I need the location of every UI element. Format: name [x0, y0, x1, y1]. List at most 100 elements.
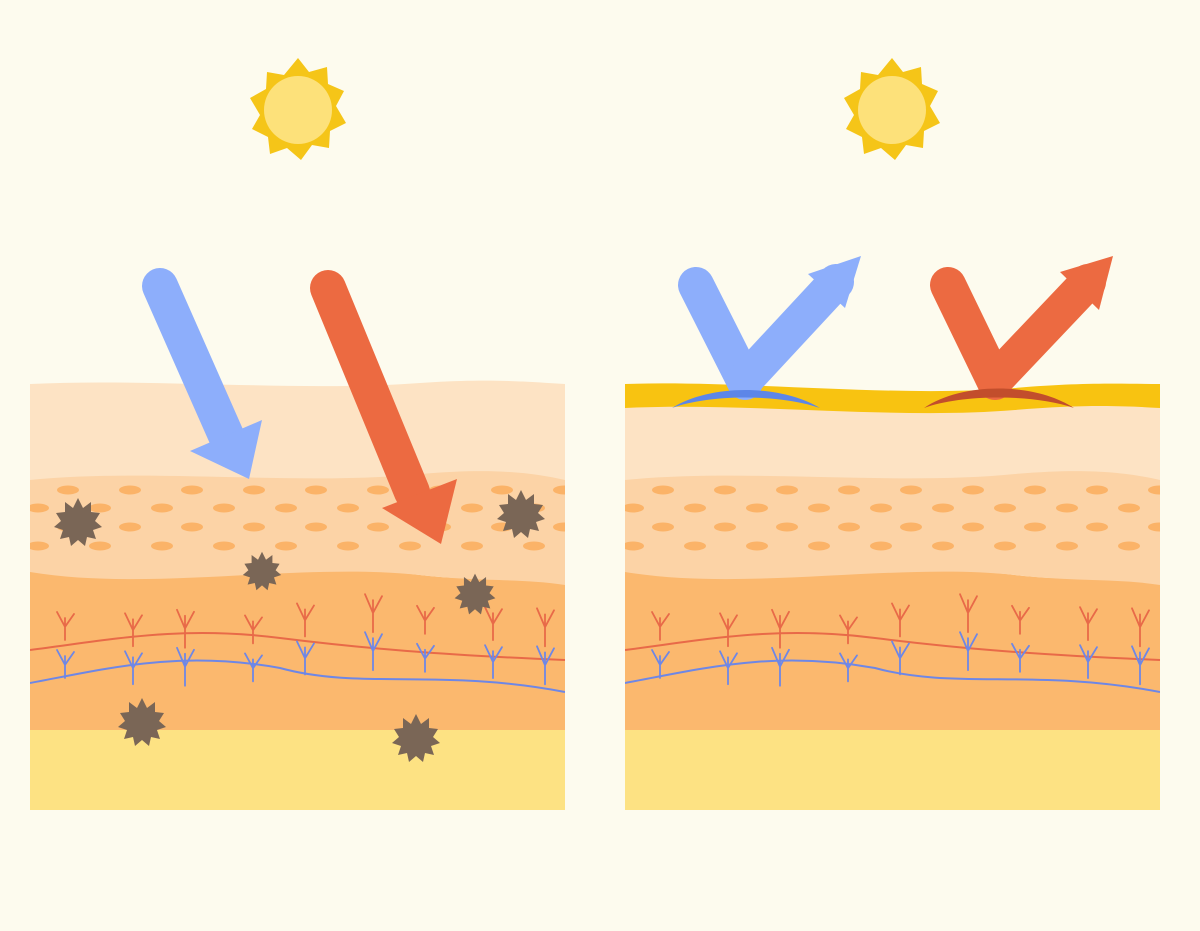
- vein-branch: [839, 652, 858, 683]
- skin-cell: [119, 522, 141, 532]
- skin-cell: [119, 485, 141, 495]
- skin-cell-layer: [625, 468, 1160, 585]
- skin-cell: [213, 541, 235, 551]
- skin-cell: [30, 541, 49, 551]
- skin-cell: [491, 485, 513, 495]
- panel-protected: [625, 58, 1160, 810]
- red-ray-penetrating: [310, 270, 457, 544]
- artery-branch: [296, 602, 315, 638]
- artery-line: [30, 631, 565, 661]
- skin-top-layer: [30, 380, 565, 480]
- skin-cell: [1024, 522, 1046, 532]
- artery-branch: [536, 607, 555, 648]
- vein-branches: [56, 631, 555, 687]
- vein-branch: [484, 644, 503, 680]
- skin-cell: [932, 541, 954, 551]
- skin-cell: [275, 541, 297, 551]
- skin-cell: [89, 541, 111, 551]
- sun-icon: [844, 58, 940, 160]
- skin-cell-layer: [30, 468, 565, 585]
- skin-cell: [461, 541, 483, 551]
- vein-branch: [244, 652, 263, 683]
- skin-cell: [57, 485, 79, 495]
- skin-cell: [746, 541, 768, 551]
- skin-dermis: [625, 570, 1160, 730]
- artery-branch: [891, 602, 910, 638]
- artery-branch: [1079, 606, 1098, 642]
- artery-branch: [771, 608, 790, 649]
- artery-branch: [244, 614, 263, 645]
- skin-cell: [181, 522, 203, 532]
- skin-cell: [337, 541, 359, 551]
- skin-cell: [714, 522, 736, 532]
- artery-branch: [959, 593, 978, 634]
- skin-cross-section: [625, 383, 1160, 810]
- skin-cell: [684, 503, 706, 513]
- artery-branch: [124, 612, 143, 648]
- skin-cell: [776, 485, 798, 495]
- skin-top-layer: [625, 395, 1160, 480]
- skin-cell: [962, 522, 984, 532]
- vein-branch: [124, 650, 143, 686]
- skin-cell: [181, 485, 203, 495]
- vein-branch: [1079, 644, 1098, 680]
- panel-unprotected: [30, 58, 565, 810]
- vein-branch: [56, 649, 75, 679]
- vein-branch: [1011, 642, 1030, 673]
- skin-cell: [523, 541, 545, 551]
- skin-cell: [808, 503, 830, 513]
- skin-cell: [399, 541, 421, 551]
- skin-cross-section: [30, 380, 565, 810]
- skin-cell: [367, 522, 389, 532]
- skin-cell: [808, 541, 830, 551]
- artery-branch: [176, 608, 195, 649]
- artery-branch: [839, 614, 858, 645]
- vein-branches: [651, 631, 1150, 687]
- skin-cell: [243, 522, 265, 532]
- vein-branch: [364, 631, 383, 672]
- artery-branch: [56, 611, 75, 641]
- skin-cell: [746, 503, 768, 513]
- skin-cell: [870, 503, 892, 513]
- blue-ray-impact: [672, 390, 820, 408]
- skin-cell: [1148, 522, 1160, 532]
- skin-cell: [684, 541, 706, 551]
- sun-icon: [250, 58, 346, 160]
- skin-cell: [714, 485, 736, 495]
- skin-cell: [213, 503, 235, 513]
- skin-cell: [1118, 503, 1140, 513]
- skin-cell: [461, 503, 483, 513]
- skin-cell: [1086, 522, 1108, 532]
- vein-branch: [651, 649, 670, 679]
- skin-cell: [652, 485, 674, 495]
- skin-cell: [1086, 485, 1108, 495]
- skin-cell: [367, 485, 389, 495]
- blue-ray-reflected: [672, 256, 861, 408]
- artery-branch: [364, 593, 383, 634]
- skin-dermis: [30, 570, 565, 730]
- skin-cells: [625, 485, 1160, 551]
- skin-cell: [1024, 485, 1046, 495]
- vein-branch: [536, 645, 555, 686]
- skin-cell: [962, 485, 984, 495]
- skin-cell: [30, 503, 49, 513]
- skin-cell: [994, 541, 1016, 551]
- red-ray-reflected: [924, 256, 1113, 408]
- artery-branch: [484, 606, 503, 642]
- skin-cell: [870, 541, 892, 551]
- skin-cell: [932, 503, 954, 513]
- skin-cell: [151, 503, 173, 513]
- skin-cell: [1148, 485, 1160, 495]
- artery-branch: [651, 611, 670, 641]
- artery-branch: [416, 604, 435, 635]
- vein-branch: [771, 646, 790, 687]
- artery-branches: [651, 593, 1150, 649]
- artery-branches: [56, 593, 555, 649]
- skin-fat-layer: [625, 715, 1160, 810]
- vein-branch: [296, 640, 315, 676]
- skin-cell: [1056, 541, 1078, 551]
- artery-line: [625, 631, 1160, 661]
- artery-branch: [1131, 607, 1150, 648]
- skin-cell: [305, 522, 327, 532]
- vein-branch: [891, 640, 910, 676]
